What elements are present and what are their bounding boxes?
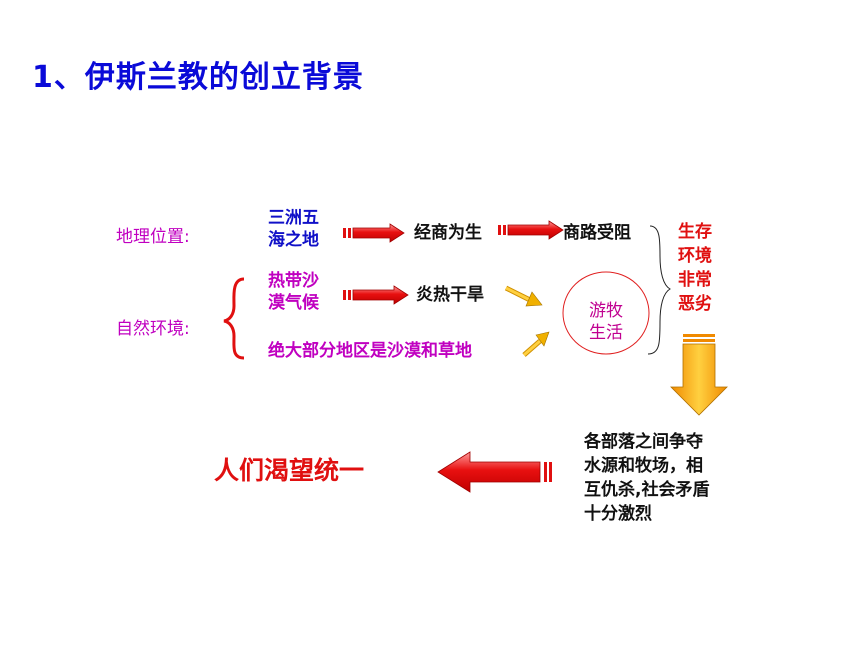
natural-environment-label: 自然环境:	[116, 319, 190, 339]
harsh-line-2: 环境	[678, 246, 712, 266]
geo-position-line1: 三洲五	[268, 208, 319, 228]
trade-blocked-text: 商路受阻	[563, 223, 631, 243]
big-down-arrow	[670, 334, 728, 416]
geo-position-label: 地理位置:	[116, 227, 190, 247]
left-red-brace	[223, 277, 245, 360]
climate-line1: 热带沙	[268, 271, 319, 291]
terrain-text: 绝大部分地区是沙漠和草地	[268, 341, 472, 361]
trade-text: 经商为生	[414, 223, 482, 243]
right-brace	[647, 225, 672, 355]
geo-position-line2: 海之地	[268, 230, 319, 250]
arrow-hotdry-to-nomadic	[504, 285, 543, 307]
nomadic-line1: 游牧	[589, 301, 623, 321]
nomadic-circle	[562, 271, 650, 355]
arrow-trade-to-blocked	[498, 220, 564, 240]
geo-position-text: 三洲五 海之地	[268, 207, 319, 251]
arrow-geo-to-trade	[343, 223, 405, 243]
nomadic-text: 游牧 生活	[586, 300, 626, 344]
page-title: 1、伊斯兰教的创立背景	[32, 60, 364, 95]
conflict-line-4: 十分激烈	[584, 504, 652, 524]
hot-dry-text: 炎热干旱	[416, 285, 484, 305]
conclusion-text: 人们渴望统一	[214, 456, 365, 485]
climate-line2: 漠气候	[268, 293, 319, 313]
harsh-line-3: 非常	[678, 270, 712, 290]
conflict-line-2: 水源和牧场，相	[584, 456, 703, 476]
big-left-arrow	[437, 451, 552, 493]
climate-text: 热带沙 漠气候	[268, 270, 319, 314]
conflict-line-1: 各部落之间争夺	[584, 432, 703, 452]
arrow-climate-to-hotdry	[343, 285, 409, 305]
harsh-line-1: 生存	[678, 222, 712, 242]
conflict-text: 各部落之间争夺 水源和牧场，相 互仇杀,社会矛盾 十分激烈	[584, 430, 709, 526]
nomadic-line2: 生活	[589, 323, 623, 343]
arrow-terrain-to-nomadic	[522, 331, 550, 357]
harsh-line-4: 恶劣	[678, 294, 712, 314]
conflict-line-3: 互仇杀,社会矛盾	[584, 480, 710, 500]
harsh-environment-text: 生存 环境 非常 恶劣	[678, 220, 712, 316]
